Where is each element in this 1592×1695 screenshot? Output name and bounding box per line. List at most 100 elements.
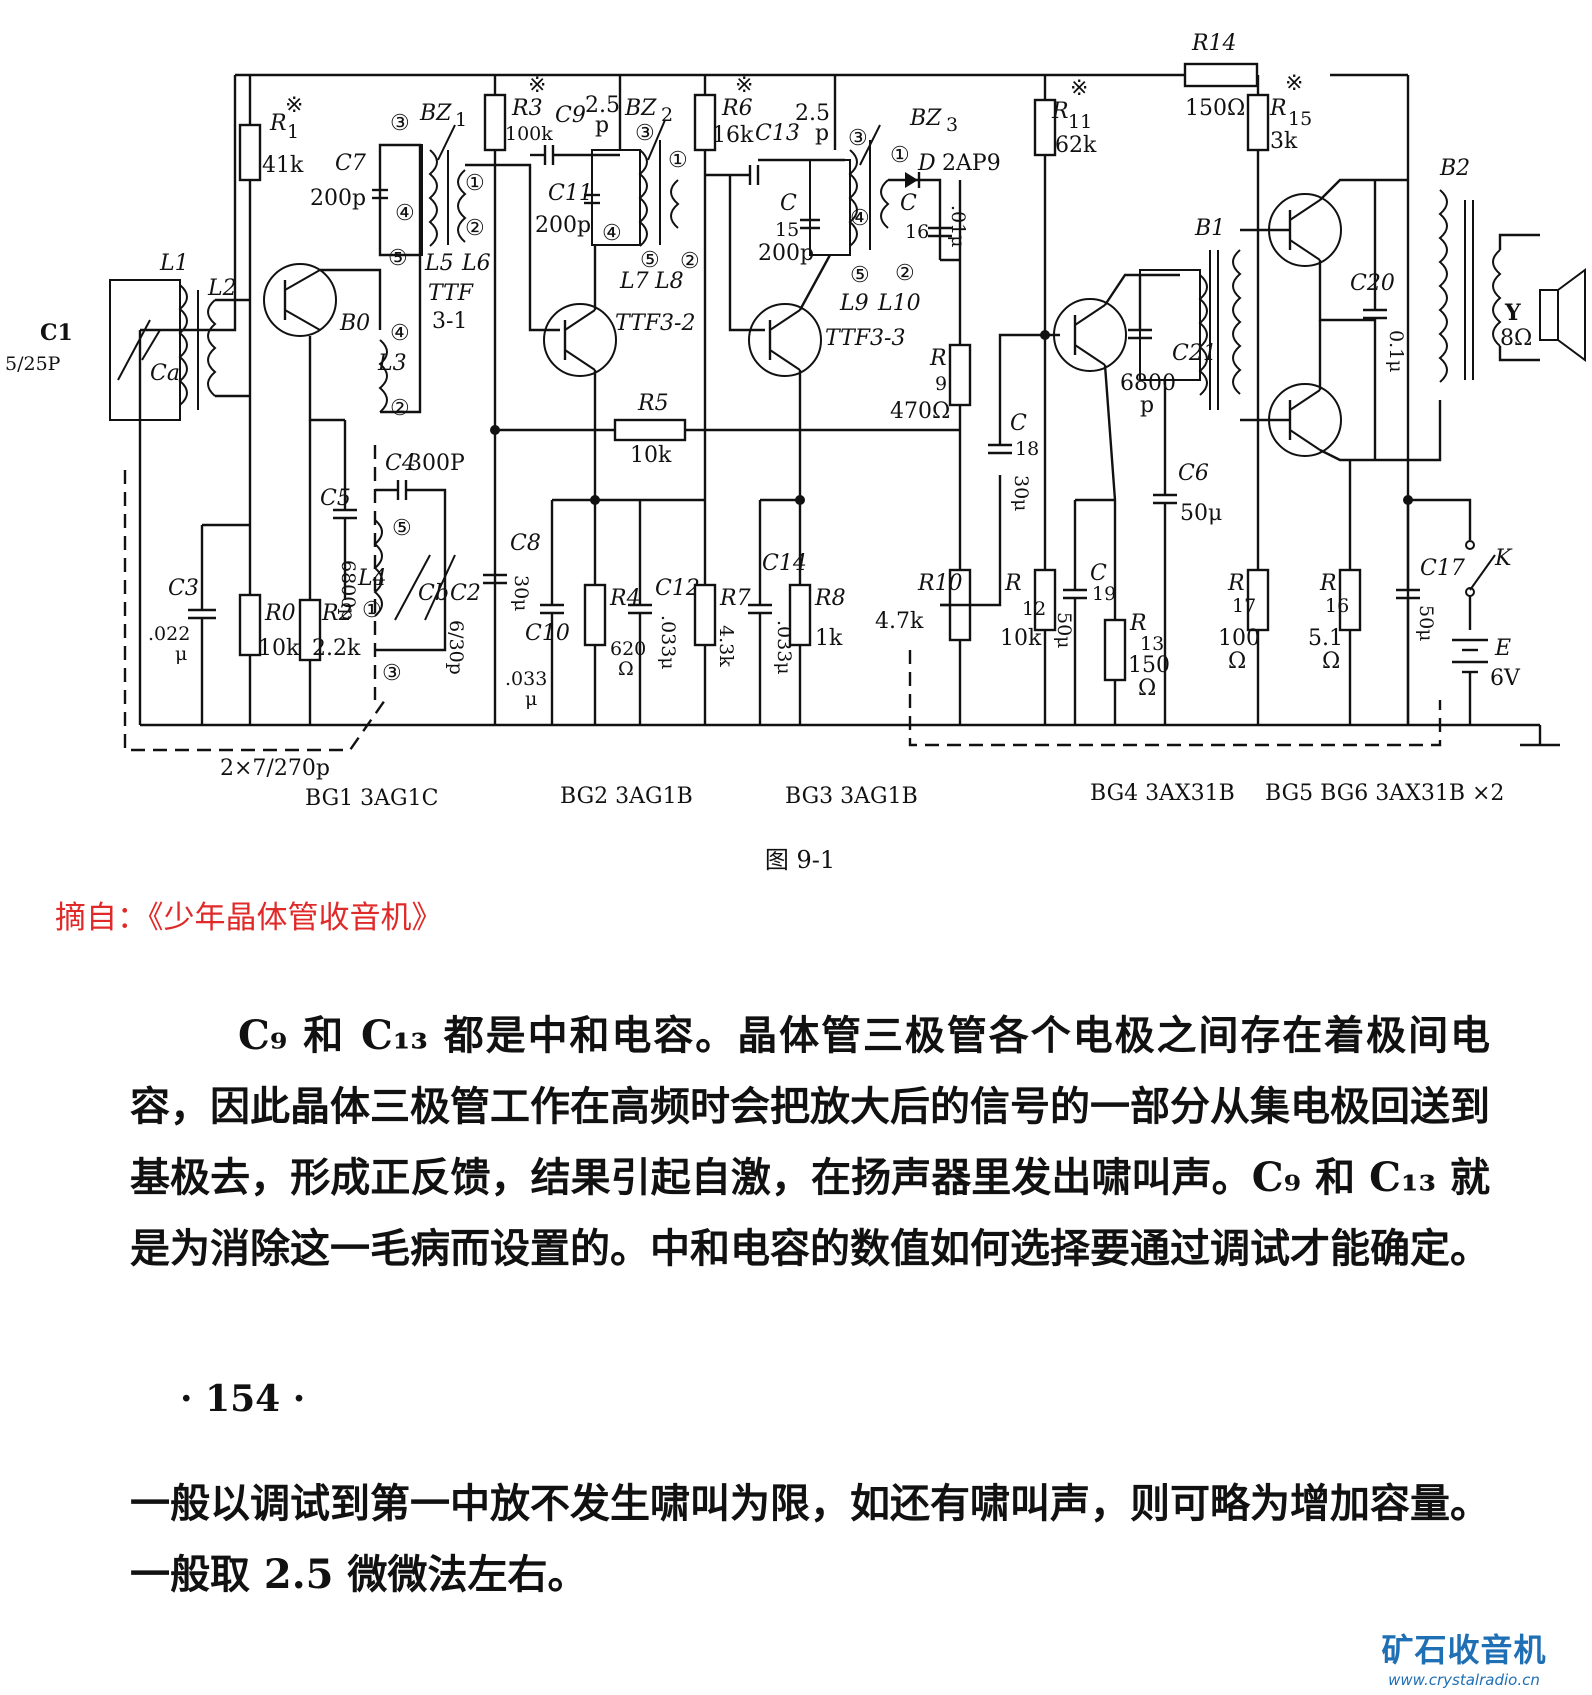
pin5-bz2: ⑤ (640, 248, 660, 273)
r17-unit: Ω (1228, 649, 1246, 674)
c7-value: 200p (310, 186, 366, 211)
r1-resistor (238, 123, 262, 182)
speaker-label: Y (1504, 300, 1521, 326)
speaker-icon (1539, 268, 1586, 362)
diode-label: D (917, 151, 936, 176)
r13-resistor (1103, 618, 1127, 682)
r2-label: R2 (321, 601, 353, 626)
pin1-l4: ① (362, 598, 382, 623)
r16-subscript: 16 (1325, 595, 1349, 617)
bz2-subscript: 2 (661, 104, 673, 126)
speaker-value: 8Ω (1500, 326, 1532, 351)
c9-unit: p (595, 113, 609, 138)
c8-label: C8 (510, 531, 541, 556)
gang-capacitor-label: 2×7/270p (220, 756, 330, 781)
bz1-label: BZ (419, 101, 452, 126)
c5-label: C5 (320, 486, 351, 511)
c10-label: C10 (525, 621, 570, 646)
r6-label: R6 (721, 96, 753, 121)
r15-label: R (1269, 96, 1287, 121)
r1-label: R (269, 111, 287, 136)
ca-label: Ca (150, 361, 180, 386)
c2-label: C2 (450, 581, 481, 606)
r14-label: R14 (1191, 31, 1237, 56)
r5-label: R5 (637, 391, 669, 416)
r4-resistor (583, 583, 607, 647)
battery-label: E (1494, 636, 1511, 661)
pin2-bz2: ② (680, 249, 700, 274)
b0-label: B0 (339, 311, 370, 336)
diode-value: 2AP9 (942, 151, 1001, 176)
r8-label: R8 (814, 586, 846, 611)
c13-value: 2.5 (795, 101, 830, 126)
pin5-bz1: ⑤ (388, 246, 408, 271)
c10-unit: μ (525, 688, 537, 710)
pin4-b0: ④ (390, 321, 410, 346)
c21-unit: p (1140, 393, 1154, 418)
bz1-subscript: 1 (455, 109, 467, 131)
l1-label: L1 (159, 251, 189, 276)
c15-value: 200p (758, 241, 814, 266)
c3-label: C3 (168, 576, 199, 601)
bz3-label: BZ (909, 106, 942, 131)
r4-value: 620 (610, 638, 646, 660)
c16-label: C (900, 191, 917, 216)
page-number: · 154 · (180, 1378, 306, 1420)
r16-unit: Ω (1322, 649, 1340, 674)
pin4-bz3: ④ (850, 206, 870, 231)
watermark-title: 矿石收音机 (1381, 1631, 1547, 1669)
c20-value: 0.1μ (1385, 330, 1407, 373)
r11-star: ※ (1070, 76, 1088, 101)
bz2-label: BZ (624, 96, 657, 121)
r7-resistor (693, 583, 717, 647)
c9-label: C9 (555, 103, 586, 128)
bg4-designation: BG4 3AX31B (1090, 781, 1235, 806)
bg3-transistor (748, 303, 822, 377)
bg5-bg6-designation: BG5 BG6 3AX31B ×2 (1265, 781, 1504, 806)
c4-value: 300P (408, 451, 465, 476)
r8-resistor (788, 583, 812, 647)
r17-value: 100 (1218, 626, 1260, 651)
r15-subscript: 15 (1288, 108, 1312, 130)
r1-star: ※ (285, 93, 303, 118)
input-stage: L1 L2 C1 5/25P Ca (5, 251, 386, 752)
c12-value: .033μ (657, 615, 679, 670)
bz3-subscript: 3 (946, 114, 958, 136)
pin2-bz1: ② (465, 216, 485, 241)
r7-label: R7 (719, 586, 751, 611)
c18-label: C (1010, 411, 1027, 436)
c15-label: C (780, 191, 797, 216)
c17-value: 50μ (1415, 605, 1437, 642)
l3-label: L3 (377, 351, 407, 376)
r4-unit: Ω (618, 658, 634, 680)
r11-value: 62k (1055, 133, 1097, 158)
c12-label: C12 (655, 576, 700, 601)
r10-label: R10 (917, 571, 963, 596)
r12-value: 10k (1000, 626, 1042, 651)
r9-label: R (929, 346, 947, 371)
r11-label: R (1051, 99, 1069, 124)
c19-value: 50μ (1053, 612, 1075, 649)
pin4-bz2: ④ (602, 221, 622, 246)
b1-driver-transformer: B1 (1139, 216, 1242, 410)
r3-star: ※ (528, 73, 546, 98)
battery-value: 6V (1490, 666, 1521, 691)
r13-unit: Ω (1138, 676, 1156, 701)
r6-star: ※ (735, 73, 753, 98)
r9-resistor (948, 343, 972, 407)
r17-label: R (1227, 571, 1245, 596)
r13-subscript: 13 (1140, 633, 1164, 655)
c16-subscript: 16 (905, 221, 929, 243)
c9-value: 2.5 (585, 93, 620, 118)
r4-label: R4 (609, 586, 641, 611)
pin3-bz1: ③ (390, 111, 410, 136)
c10-value: .033 (505, 668, 547, 690)
pin2-b0: ② (390, 396, 410, 421)
c6-label: C6 (1178, 461, 1209, 486)
r17-subscript: 17 (1232, 595, 1256, 617)
r3-resistor (483, 93, 507, 152)
figure-caption: 图 9-1 (764, 846, 836, 874)
ttf3-1-transformer: BZ 1 C7 200p ③ ④ ⑤ ① ② L5 L6 TTF 3-1 (310, 101, 491, 334)
source-citation: 摘自：《少年晶体管收音机》 (55, 900, 443, 936)
r0-resistor (238, 593, 262, 657)
